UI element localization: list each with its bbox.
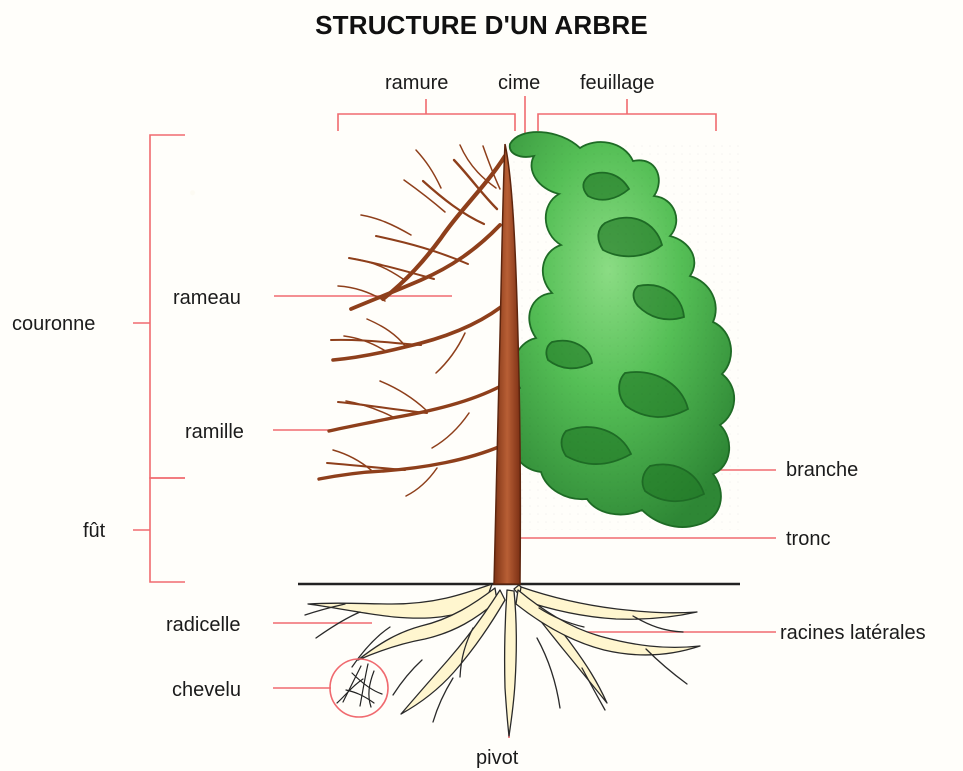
tronc-label: tronc (786, 529, 830, 549)
cime-label: cime (498, 73, 540, 93)
ramille-label: ramille (185, 422, 244, 442)
radicelle-label: radicelle (166, 615, 240, 635)
foliage (505, 132, 740, 530)
chevelu-circle (330, 659, 388, 717)
rameau-label: rameau (173, 288, 241, 308)
fut-label: fût (83, 521, 105, 541)
ramure-label: ramure (385, 73, 448, 93)
chevelu-label: chevelu (172, 680, 241, 700)
branche-label: branche (786, 460, 858, 480)
chevelu-fine-roots (337, 664, 382, 707)
bare-branches (319, 145, 505, 496)
racines-laterales-label: racines latérales (780, 623, 926, 643)
feuillage-label: feuillage (580, 73, 655, 93)
couronne-label: couronne (12, 314, 95, 334)
fut-bracket (133, 478, 185, 582)
pivot-label: pivot (476, 748, 518, 768)
ramure-bracket (338, 99, 515, 131)
feuillage-bracket (538, 99, 716, 131)
